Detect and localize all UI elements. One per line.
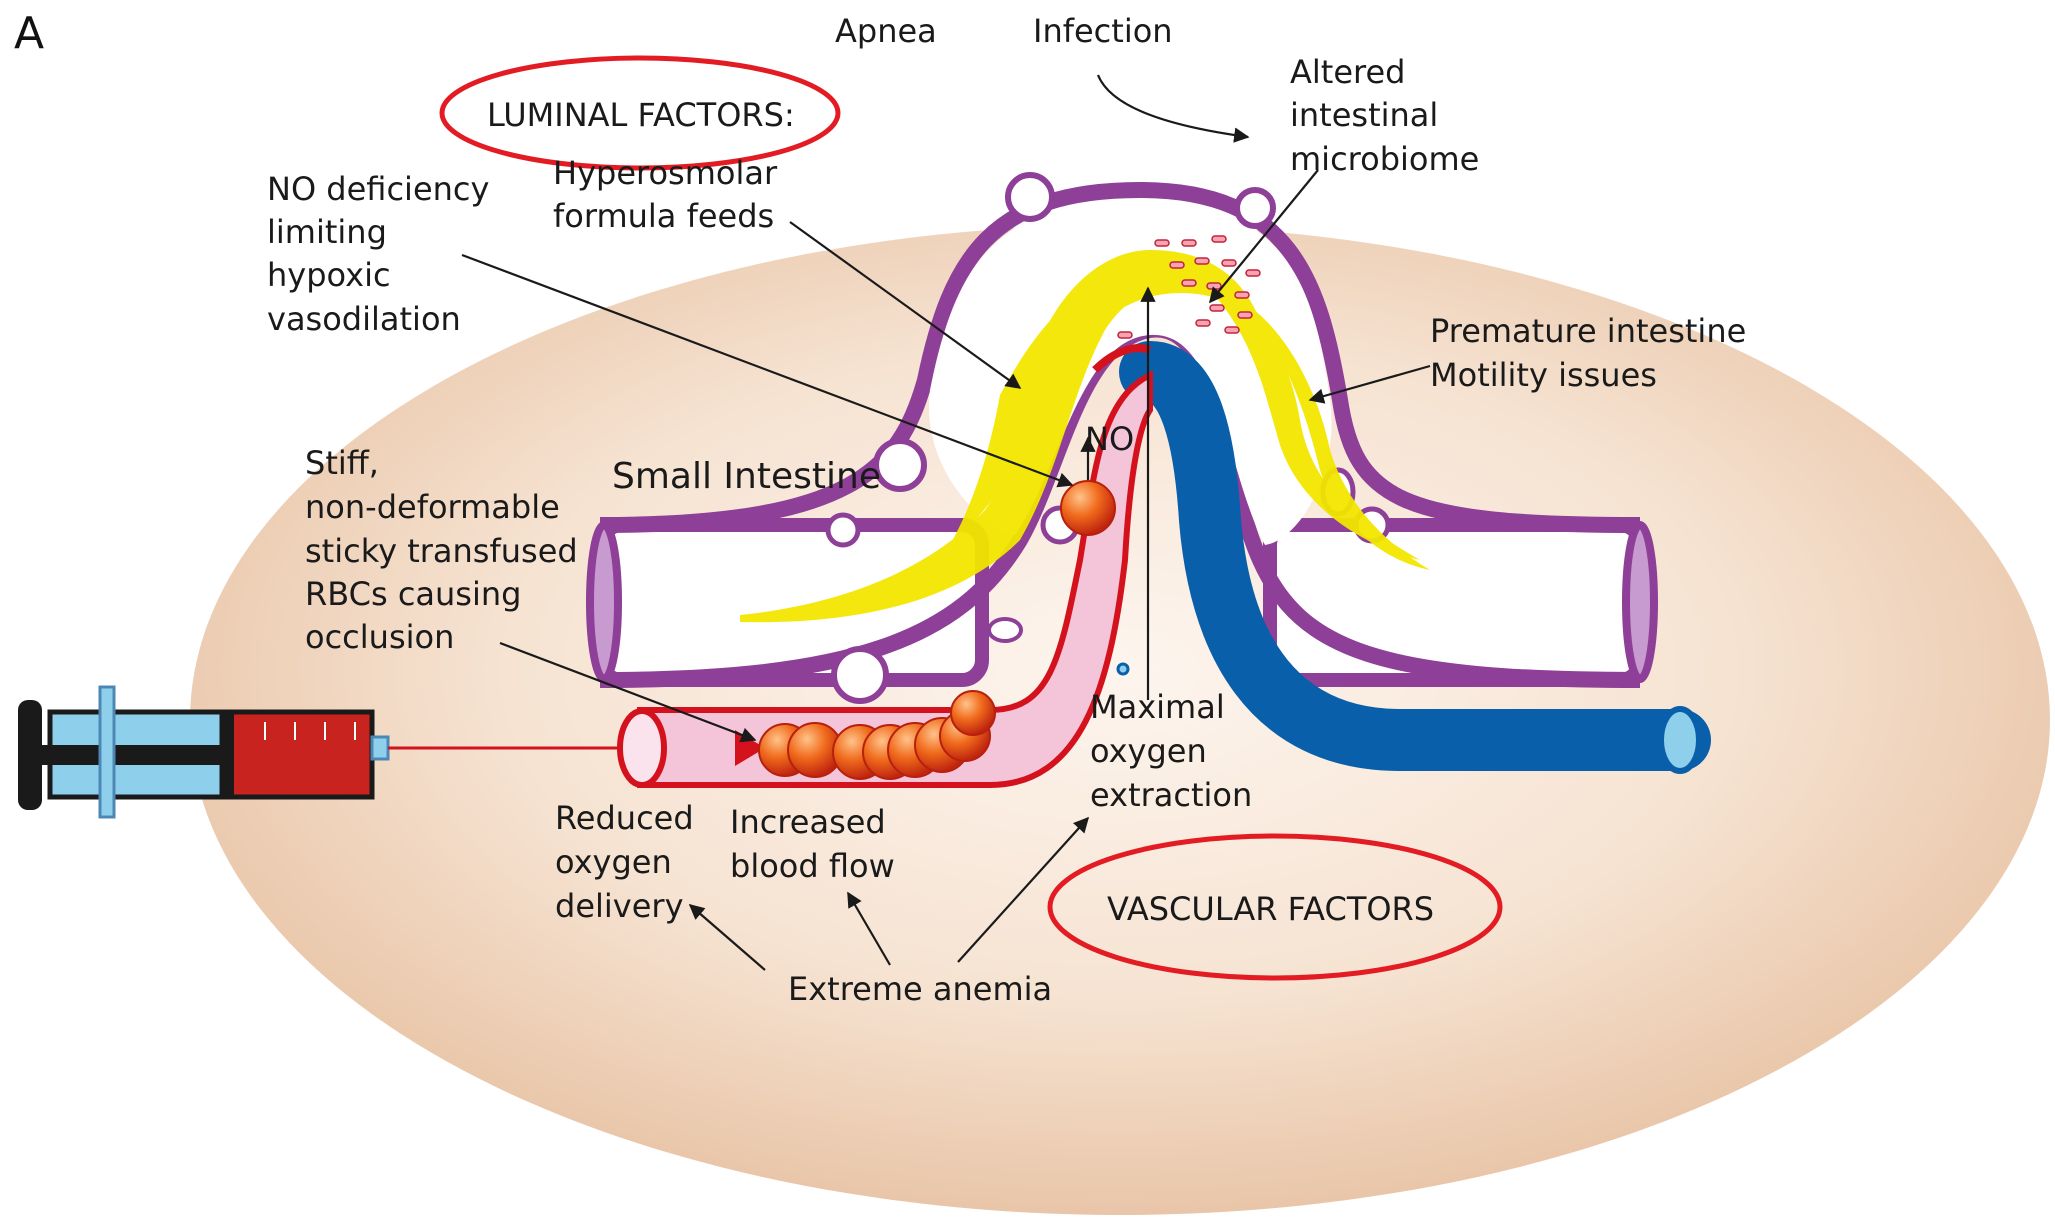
label-infection: Infection [1033, 12, 1173, 50]
heading-luminal-factors: LUMINAL FACTORS: [487, 96, 795, 134]
label-stiff-rbc-line-2: non-deformable [305, 488, 560, 526]
label-small-intestine: Small Intestine [612, 456, 881, 497]
label-premature-line-1: Premature intestine [1430, 312, 1746, 350]
label-microbiome-line-2: intestinal [1290, 96, 1438, 134]
label-microbiome-line-1: Altered [1290, 53, 1405, 91]
label-reduced-line-1: Reduced [555, 799, 694, 837]
label-stiff-rbc-line-3: sticky transfused [305, 532, 578, 570]
label-altered-microbiome: Altered intestinal microbiome [1290, 53, 1479, 178]
label-stiff-rbc-line-4: RBCs causing [305, 575, 521, 613]
no-label: NO [1085, 420, 1134, 458]
label-increased-line-1: Increased [730, 803, 886, 841]
label-no-deficiency-line-3: hypoxic [267, 256, 391, 294]
label-apnea: Apnea [835, 12, 937, 50]
label-hyperosmolar-line-2: formula feeds [553, 197, 774, 235]
panel-letter: A [14, 8, 44, 59]
label-no-deficiency-line-4: vasodilation [267, 300, 461, 338]
label-no-deficiency-line-1: NO deficiency [267, 170, 489, 208]
label-stiff-rbc-line-1: Stiff, [305, 444, 379, 482]
label-hyperosmolar: Hyperosmolar formula feeds [553, 154, 778, 235]
label-maximal-line-1: Maximal [1090, 688, 1225, 726]
label-microbiome-line-3: microbiome [1290, 140, 1479, 178]
label-premature-line-2: Motility issues [1430, 356, 1657, 394]
label-maximal-line-3: extraction [1090, 776, 1252, 814]
label-reduced-line-3: delivery [555, 887, 684, 925]
label-maximal-line-2: oxygen [1090, 732, 1207, 770]
rbc-single [1061, 481, 1115, 535]
label-extreme-anemia: Extreme anemia [788, 970, 1052, 1008]
label-hyperosmolar-line-1: Hyperosmolar [553, 154, 778, 192]
label-no-deficiency: NO deficiency limiting hypoxic vasodilat… [267, 170, 489, 338]
label-increased-line-2: blood flow [730, 847, 895, 885]
label-reduced-line-2: oxygen [555, 843, 672, 881]
label-stiff-rbc-line-5: occlusion [305, 618, 454, 656]
label-no-deficiency-line-2: limiting [267, 213, 387, 251]
heading-vascular-factors: VASCULAR FACTORS [1107, 890, 1434, 928]
